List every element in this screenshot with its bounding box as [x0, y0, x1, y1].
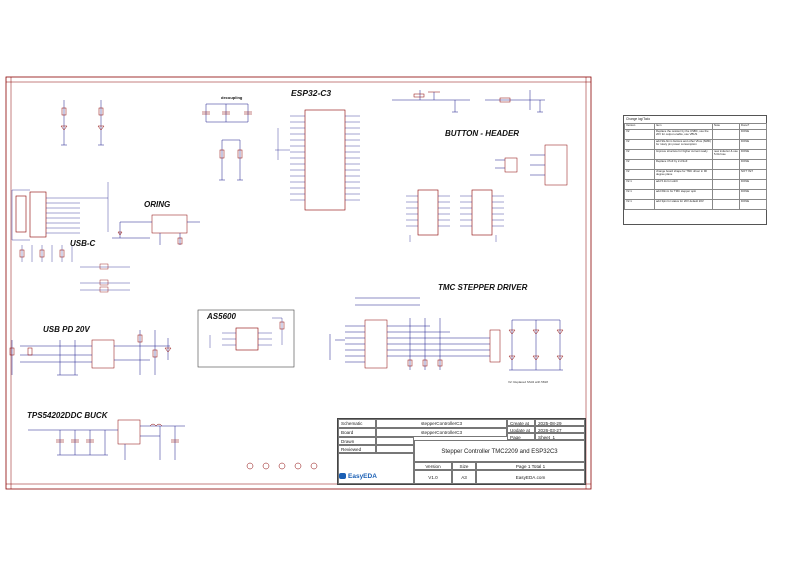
usb-c-connector: [15, 191, 47, 238]
cell: DONE: [739, 179, 767, 190]
page-label: Page: [507, 433, 535, 440]
changelog-table: Change log/Todo Version Item Note Done? …: [623, 115, 767, 225]
size-label: Size: [452, 462, 476, 470]
cell: [712, 159, 740, 170]
schematic-label: Schematic: [338, 419, 376, 428]
updated-label: Update at: [507, 426, 535, 433]
cell: V2.1: [624, 179, 655, 190]
cell: [712, 129, 740, 140]
usb-pd-circuit: [9, 330, 172, 376]
version-label: Version: [414, 462, 452, 470]
cell: V2.1: [624, 199, 655, 210]
cell: [712, 199, 740, 210]
board-value: stepperControllerC3: [376, 428, 507, 437]
easyeda-logo: EasyEDA: [339, 473, 385, 482]
cell: V2: [624, 129, 655, 140]
cell: add 60mm for TMC stepper opin: [654, 189, 713, 200]
created-value: 2025-08-29: [535, 419, 585, 426]
version-value: V1.0: [414, 470, 452, 484]
drawn-label: Drawn: [338, 437, 376, 445]
as5600-title: AS5600: [207, 312, 236, 321]
cell: Improve structure for higher current rea…: [654, 149, 713, 160]
cell: [712, 169, 740, 180]
drawn-value: [376, 437, 414, 445]
usb-data-lines: [80, 263, 130, 293]
cell: add 9G-6mm buttons and other Vbus (SMD) …: [654, 139, 713, 150]
usb-c-resistors: [19, 249, 65, 258]
usb-chip-2-pins: [406, 195, 504, 242]
cell: add 3pin for status for 20V default 20V: [654, 199, 713, 210]
page-total: Page 1 Total 1: [476, 462, 585, 470]
esp32-module: [304, 109, 346, 211]
reviewed-value: [376, 445, 414, 453]
cell: V2.1: [624, 189, 655, 200]
mounting-holes: [246, 462, 318, 470]
header-connector: [495, 144, 568, 186]
cell: DONE: [739, 199, 767, 210]
tmc-title: TMC STEPPER DRIVER: [438, 283, 528, 292]
cell: Replace 47uF by 2.2/2uF: [654, 159, 713, 170]
cell: [712, 179, 740, 190]
cell: DONE: [739, 189, 767, 200]
usb-c-wires: [11, 182, 109, 262]
easyeda-logo-icon: [339, 473, 346, 479]
page-value: Sheet_1: [535, 433, 585, 440]
reviewed-label: Reviewed: [338, 445, 376, 453]
decoupling-title: decoupling: [221, 95, 243, 100]
easyeda-logo-text: EasyEDA: [348, 473, 377, 480]
cell: Replace the resistor by the USBC, use th…: [654, 129, 713, 140]
cell: DONE: [739, 159, 767, 170]
cell: DONE: [739, 129, 767, 140]
tmc-driver-circuit: [329, 297, 564, 371]
size-value: A3: [452, 470, 476, 484]
cell: add 5.1k for usbC: [654, 179, 713, 190]
cell: V2: [624, 159, 655, 170]
cell: change board shape for TMC driver in 90 …: [654, 169, 713, 180]
site-link[interactable]: EasyEDA.com: [476, 470, 585, 484]
logo-cell: [338, 453, 414, 484]
cell: DONE: [739, 149, 767, 160]
cell: NOT YET: [739, 169, 767, 180]
usb-chip-2: [417, 189, 493, 236]
title-block: Schematic stepperControllerC3 Create at …: [337, 418, 586, 485]
usb-pd-title: USB PD 20V: [43, 325, 90, 334]
button-header-title: BUTTON - HEADER: [445, 129, 520, 138]
cell: [712, 139, 740, 150]
schematic-value: stepperControllerC3: [376, 419, 507, 428]
oring-title: ORING: [144, 200, 171, 209]
esp32-title: ESP32-C3: [291, 88, 332, 98]
board-label: Board: [338, 428, 376, 437]
button-circuit: [392, 90, 545, 113]
cell: V2: [624, 139, 655, 150]
cell: V2: [624, 149, 655, 160]
sheet-description: Stepper Controller TMC2209 and ESP32C3: [414, 440, 585, 462]
buck-circuit: [28, 419, 185, 460]
cell: DONE: [739, 139, 767, 150]
cell: [712, 189, 740, 200]
cell: V2: [624, 169, 655, 180]
led-circuits: [60, 100, 105, 146]
cell: new inductor & use 5.0A fuse: [712, 149, 740, 160]
oring-circuit: [112, 214, 200, 245]
as5600-block: [197, 309, 295, 368]
tmc-replaced-note: V2: Replaced SS34 with 5818: [508, 380, 548, 384]
sheet-border: [5, 76, 592, 490]
esp32-pins: [275, 115, 360, 201]
updated-value: 2026-03-27: [535, 426, 585, 433]
buck-title: TPS54202DDC BUCK: [27, 411, 108, 420]
usb-c-title: USB-C: [70, 239, 96, 248]
decoupling-circuit: [202, 103, 252, 181]
created-label: Create at: [507, 419, 535, 426]
changelog-title: Change log/Todo: [626, 117, 651, 121]
